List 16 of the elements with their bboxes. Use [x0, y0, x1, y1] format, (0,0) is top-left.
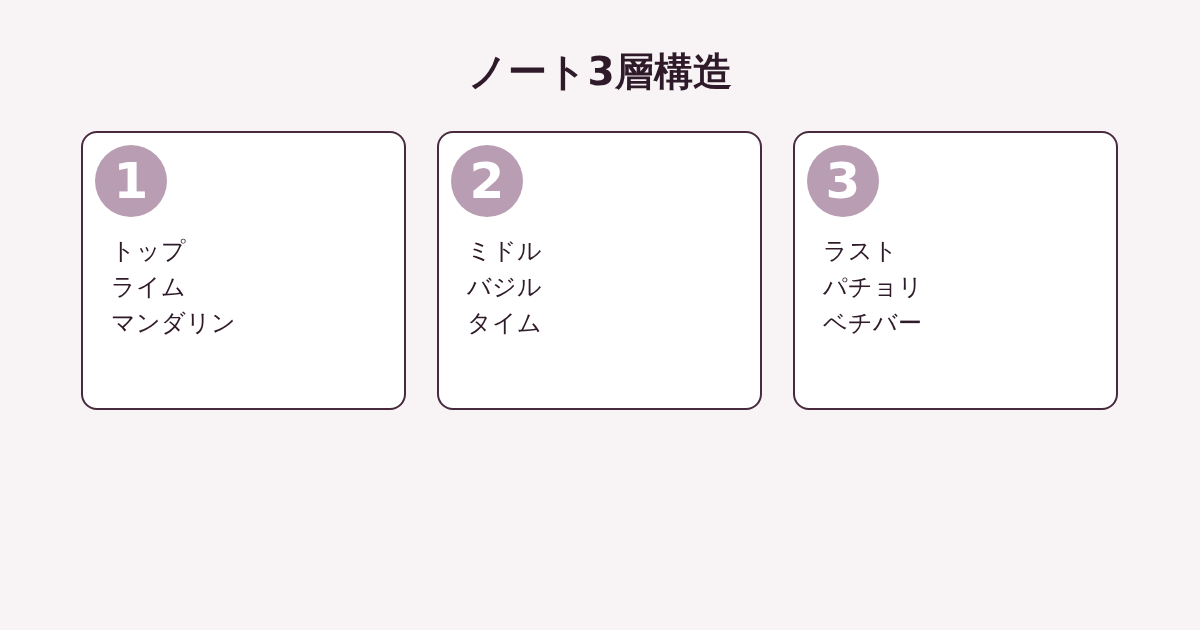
card-text: ミドル — [467, 236, 542, 266]
number-circle: 3 — [807, 145, 879, 217]
card-text: パチョリ — [823, 272, 923, 302]
card-text: トップ — [111, 236, 186, 266]
diagram-title: ノート3層構造 — [467, 48, 733, 96]
card-text: バジル — [467, 272, 542, 302]
number-circle: 2 — [451, 145, 523, 217]
card-text: タイム — [467, 308, 542, 338]
number-circle: 1 — [95, 145, 167, 217]
card-text: ベチバー — [823, 308, 922, 338]
card-box — [81, 131, 406, 410]
card-box — [793, 131, 1118, 410]
card-box — [437, 131, 762, 410]
card-text: ラスト — [823, 236, 898, 266]
card-text: マンダリン — [111, 308, 236, 338]
card-text: ライム — [111, 272, 186, 302]
